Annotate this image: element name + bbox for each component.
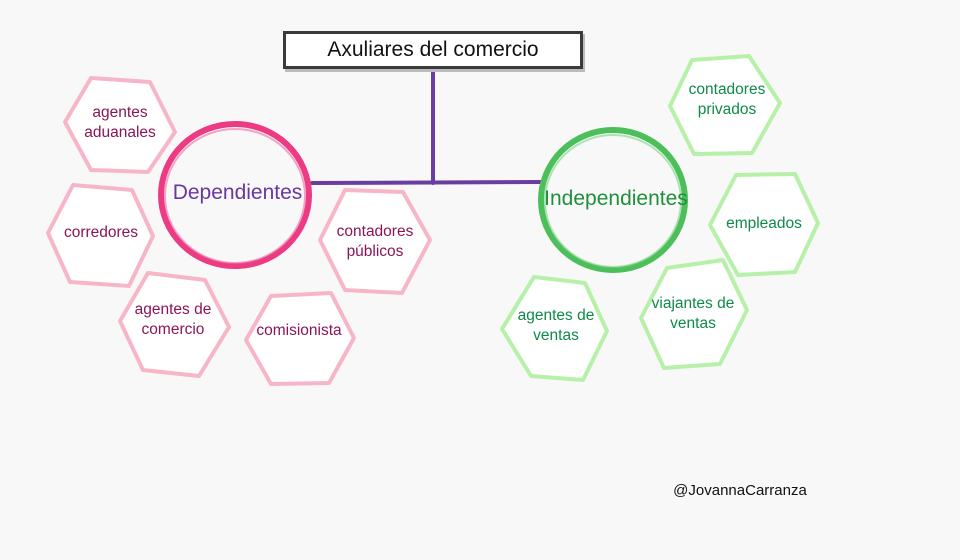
- node-viajantes-de-ventas: viajantes de ventas: [640, 291, 746, 337]
- node-line: públicos: [346, 243, 404, 260]
- hex-agentes-de-comercio: [118, 271, 231, 378]
- hex-corredores: [46, 183, 155, 288]
- node-agentes-de-comercio: agentes de comercio: [120, 297, 226, 343]
- node-line: empleados: [726, 214, 802, 232]
- node-agentes-aduanales: agentes aduanales: [70, 100, 170, 146]
- node-contadores-publicos: contadores públicos: [322, 219, 428, 265]
- node-line: agentes: [92, 103, 148, 121]
- node-line: viajantes de: [651, 294, 735, 312]
- node-line: comercio: [141, 321, 205, 338]
- hex-empleados: [708, 172, 820, 277]
- node-line: ventas: [533, 327, 579, 344]
- independientes-circle: [538, 127, 688, 273]
- connector-lines: [310, 70, 543, 185]
- dependientes-circle: [158, 121, 312, 269]
- diagram-title: Axuliares del comercio: [283, 31, 583, 69]
- node-line: agentes de: [517, 306, 595, 324]
- node-line: corredores: [63, 223, 139, 241]
- hex-contadores-publicos: [318, 188, 432, 295]
- node-line: agentes de: [134, 300, 212, 318]
- hex-contadores-privados: [668, 54, 782, 156]
- node-empleados: empleados: [712, 211, 816, 237]
- node-line: aduanales: [84, 124, 156, 141]
- node-contadores-privados: contadores privados: [675, 77, 779, 123]
- node-comisionista: comisionista: [246, 318, 352, 344]
- hex-viajantes-de-ventas: [639, 258, 749, 370]
- node-line: contadores: [336, 222, 414, 240]
- hex-comisionista: [244, 291, 356, 386]
- category-dependientes: Dependientes: [172, 181, 303, 205]
- node-agentes-de-ventas: agentes de ventas: [504, 303, 608, 349]
- node-line: contadores: [688, 80, 766, 98]
- node-corredores: corredores: [50, 220, 152, 246]
- node-line: comisionista: [256, 321, 342, 339]
- hex-agentes-aduanales: [63, 76, 177, 174]
- category-independientes: Independientes: [544, 187, 688, 211]
- node-line: ventas: [670, 315, 716, 332]
- node-line: privados: [697, 101, 757, 118]
- hex-agentes-de-ventas: [500, 275, 609, 382]
- horizontal-connector-line: [310, 180, 543, 185]
- author-credit: @JovannaCarranza: [673, 481, 807, 499]
